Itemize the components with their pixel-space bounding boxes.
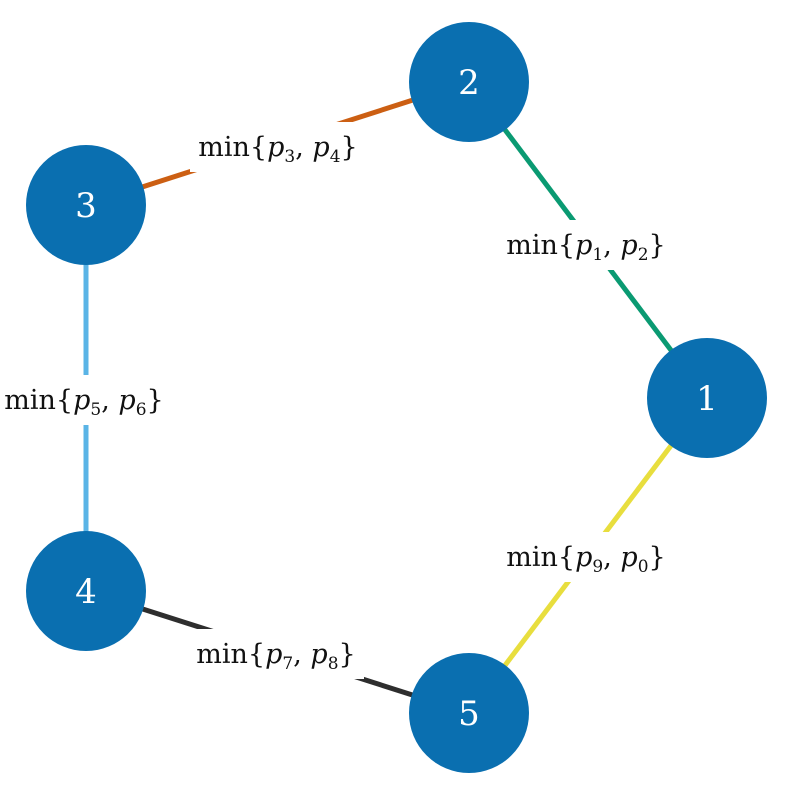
node-circle	[26, 145, 146, 265]
nodes-layer: 1 2 3 4 5	[26, 22, 767, 773]
edge-label-background	[498, 220, 674, 270]
edge-label-background	[498, 532, 674, 582]
node-circle	[26, 531, 146, 651]
node-circle	[409, 22, 529, 142]
node-label: 3	[75, 186, 97, 226]
edge-label-1-2: min{p1, p2}	[506, 230, 665, 265]
node-label: 5	[458, 694, 480, 734]
node-5: 5	[409, 653, 529, 773]
edges-layer	[83, 79, 709, 716]
node-label: 4	[75, 572, 97, 612]
node-3: 3	[26, 145, 146, 265]
edge-label-background	[0, 375, 172, 425]
edge-label-background	[190, 122, 366, 172]
edge-label-background	[188, 629, 364, 679]
node-label: 2	[458, 63, 480, 103]
edge-label-5-1: min{p9, p0}	[506, 542, 665, 577]
edge-label-2-3: min{p3, p4}	[198, 132, 357, 167]
node-1: 1	[647, 338, 767, 458]
node-2: 2	[409, 22, 529, 142]
edge-label-4-5: min{p7, p8}	[196, 639, 355, 674]
edge-labels-layer: min{p1, p2} min{p3, p4} min{p5, p6} min{p7,…	[0, 122, 674, 679]
node-circle	[409, 653, 529, 773]
node-circle	[647, 338, 767, 458]
node-4: 4	[26, 531, 146, 651]
node-label: 1	[696, 379, 718, 419]
edge-label-3-4: min{p5, p6}	[4, 385, 163, 420]
